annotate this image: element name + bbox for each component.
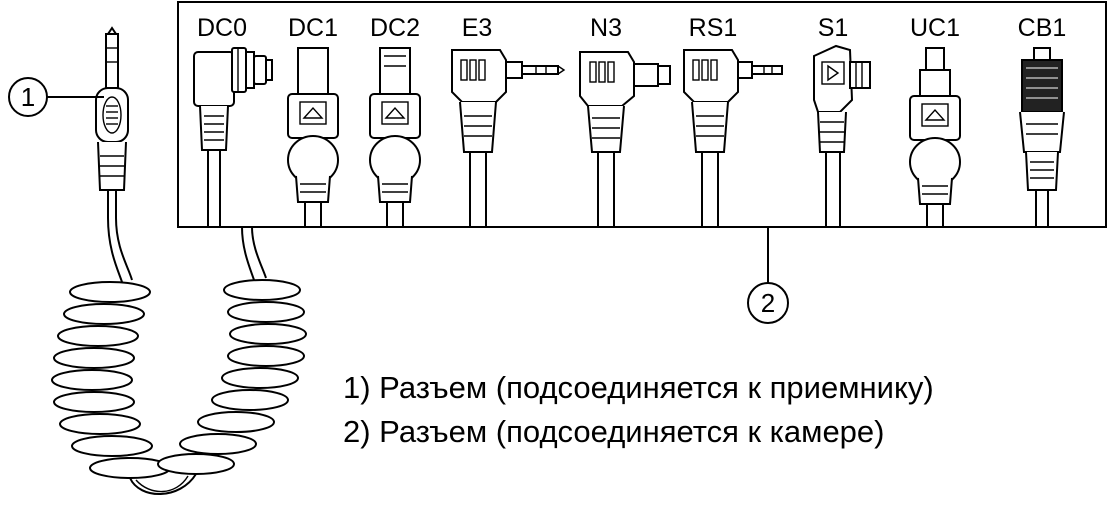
connector-panel-frame (177, 1, 1107, 228)
svg-text:1: 1 (21, 82, 35, 112)
uc1-connector-drawing (909, 47, 961, 227)
n3-connector-drawing (579, 51, 671, 227)
dc0-connector-drawing (193, 47, 273, 227)
cb1-connector-drawing (1019, 47, 1065, 227)
s1-connector-drawing (813, 44, 871, 227)
rs1-connector-drawing (683, 49, 783, 227)
legend-item-camera-connector: 2) Разъем (подсоединяется к камере) (343, 414, 885, 449)
coiled-cable-drawing (51, 217, 307, 495)
svg-text:2: 2 (761, 288, 775, 318)
connector-label-e3: E3 (462, 14, 493, 42)
connector-label-dc1: DC1 (288, 14, 338, 42)
connector-label-uc1: UC1 (910, 14, 960, 42)
e3-connector-drawing (451, 49, 566, 227)
connector-label-cb1: CB1 (1018, 14, 1067, 42)
connector-label-rs1: RS1 (689, 14, 738, 42)
callout-2: 2 (747, 227, 789, 324)
connector-label-dc2: DC2 (370, 14, 420, 42)
callout-1: 1 (8, 77, 104, 117)
connector-label-s1: S1 (818, 14, 849, 42)
connector-label-dc0: DC0 (197, 14, 247, 42)
legend-item-receiver-connector: 1) Разъем (подсоединяется к приемнику) (343, 370, 934, 405)
dc1-connector-drawing (287, 47, 339, 227)
dc2-connector-drawing (369, 47, 421, 227)
receiver-jack-drawing (95, 26, 129, 218)
connector-label-n3: N3 (590, 14, 622, 42)
legend-list: 1) Разъем (подсоединяется к приемнику) 2… (343, 366, 934, 454)
